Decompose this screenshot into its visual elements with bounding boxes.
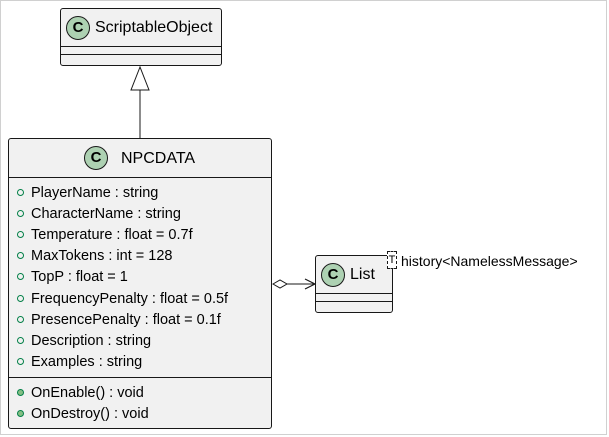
- class-scriptableobject[interactable]: C ScriptableObject: [60, 8, 222, 66]
- public-field-icon: [17, 358, 24, 365]
- field-text: TopP : float = 1: [31, 269, 128, 285]
- class-name: ScriptableObject: [95, 19, 213, 36]
- public-field-icon: [17, 273, 24, 280]
- field-text: Description : string: [31, 333, 152, 349]
- field-item[interactable]: CharacterName : string: [17, 206, 181, 223]
- field-text: Temperature : float = 0.7f: [31, 227, 193, 243]
- method-text: OnEnable() : void: [31, 385, 144, 401]
- class-name: List: [350, 266, 375, 283]
- association-label: history<NamelessMessage>: [401, 253, 578, 269]
- class-name: NPCDATA: [121, 150, 196, 167]
- aggregation-diamond: [271, 279, 289, 289]
- field-text: PresencePenalty : float = 0.1f: [31, 312, 221, 328]
- attributes-separator: [316, 293, 392, 294]
- method-item[interactable]: OnDestroy() : void: [17, 406, 149, 423]
- methods-separator: [316, 301, 392, 302]
- methods-separator: [61, 54, 221, 55]
- field-text: FrequencyPenalty : float = 0.5f: [31, 291, 229, 307]
- method-text: OnDestroy() : void: [31, 406, 149, 422]
- field-item[interactable]: PlayerName : string: [17, 185, 158, 202]
- inheritance-arrowhead: [130, 65, 150, 91]
- field-item[interactable]: Description : string: [17, 333, 151, 350]
- field-text: Examples : string: [31, 354, 143, 370]
- public-field-icon: [17, 337, 24, 344]
- public-method-icon: [17, 410, 24, 417]
- type-parameter-box: T: [387, 251, 397, 269]
- class-badge-icon: C: [84, 146, 108, 170]
- class-badge-icon: C: [321, 263, 345, 287]
- class-list[interactable]: C List: [315, 255, 393, 313]
- attributes-separator: [9, 177, 271, 178]
- field-item[interactable]: Examples : string: [17, 354, 142, 371]
- public-field-icon: [17, 210, 24, 217]
- field-item[interactable]: FrequencyPenalty : float = 0.5f: [17, 291, 228, 308]
- public-field-icon: [17, 252, 24, 259]
- public-field-icon: [17, 231, 24, 238]
- method-item[interactable]: OnEnable() : void: [17, 385, 144, 402]
- field-item[interactable]: MaxTokens : int = 128: [17, 248, 172, 265]
- field-item[interactable]: TopP : float = 1: [17, 269, 128, 286]
- class-badge-icon: C: [66, 16, 90, 40]
- field-item[interactable]: PresencePenalty : float = 0.1f: [17, 312, 221, 329]
- public-field-icon: [17, 316, 24, 323]
- public-field-icon: [17, 189, 24, 196]
- field-text: CharacterName : string: [31, 206, 181, 222]
- class-npcdata[interactable]: C NPCDATA PlayerName : string CharacterN…: [8, 138, 272, 429]
- field-text: MaxTokens : int = 128: [31, 248, 173, 264]
- field-item[interactable]: Temperature : float = 0.7f: [17, 227, 193, 244]
- attributes-separator: [61, 46, 221, 47]
- field-text: PlayerName : string: [31, 185, 159, 201]
- public-method-icon: [17, 389, 24, 396]
- public-field-icon: [17, 295, 24, 302]
- methods-separator: [9, 377, 271, 378]
